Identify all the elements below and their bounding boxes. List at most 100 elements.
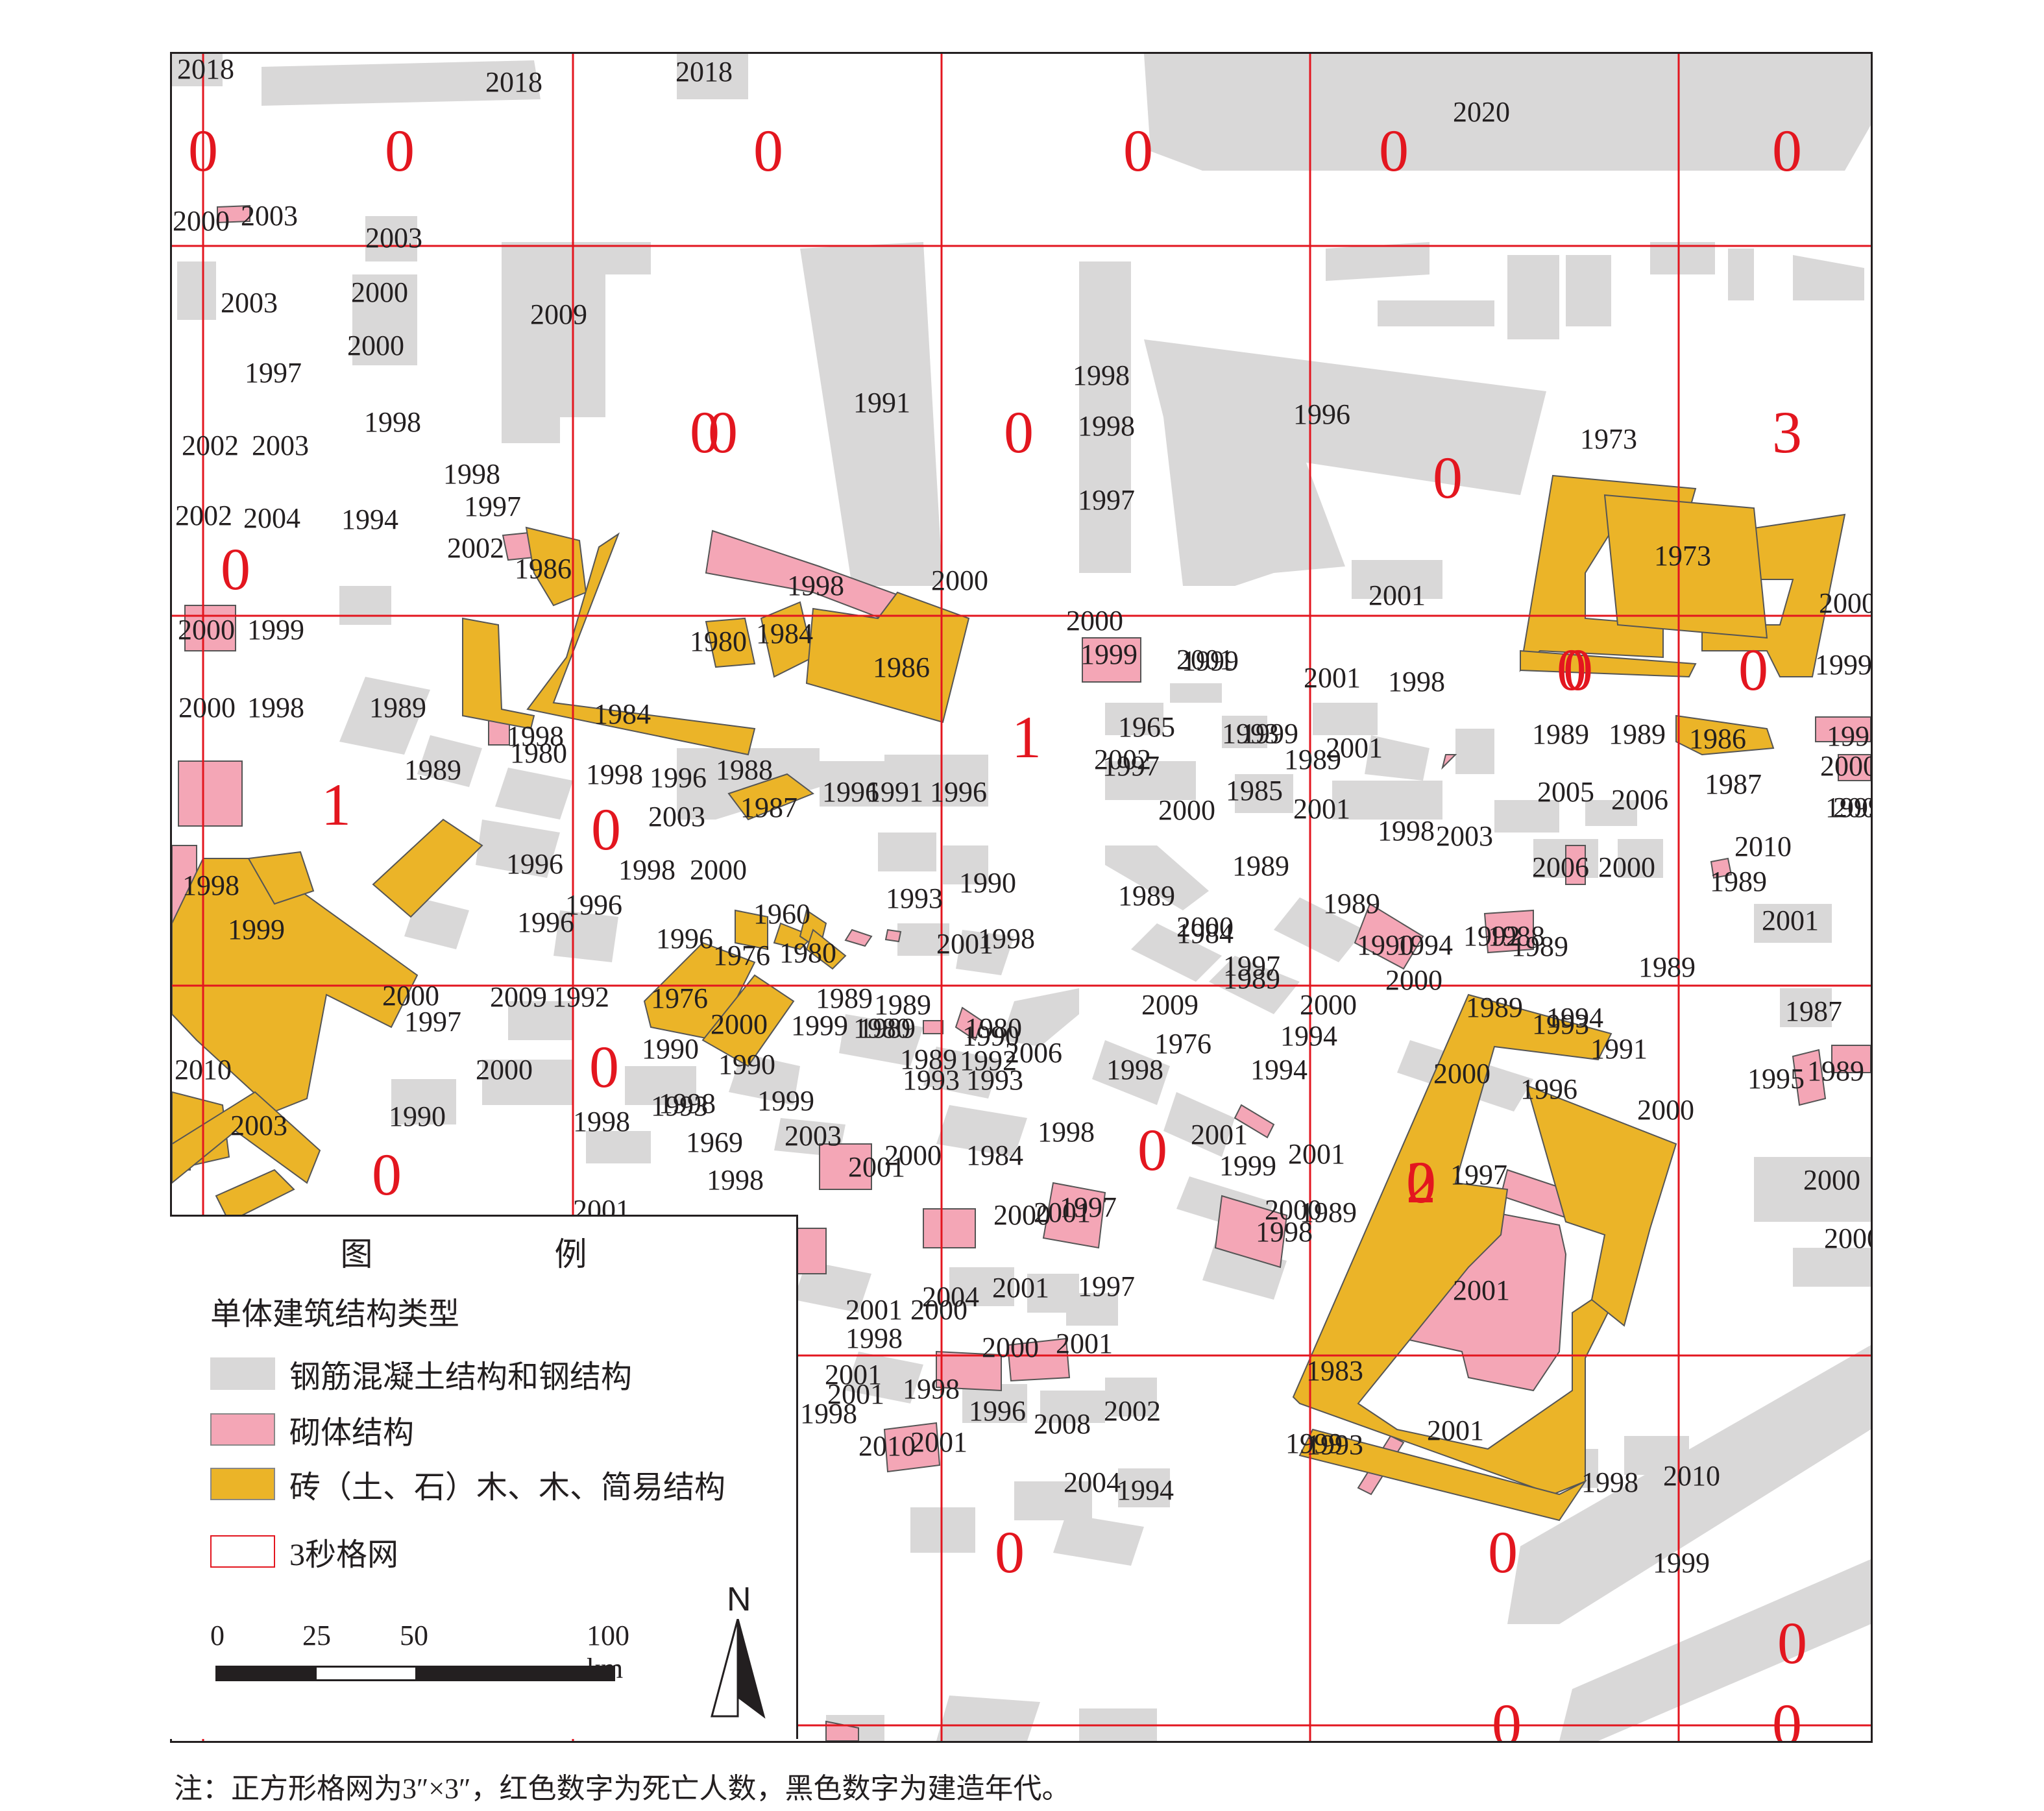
building-year-label: 1996: [822, 776, 879, 808]
building-year-label: 1989: [1223, 963, 1280, 995]
building-year-label: 1987: [740, 792, 797, 823]
building-year-label: 1980: [690, 626, 747, 657]
building-year-label: 2003: [365, 222, 422, 254]
building-year-label: 2003: [648, 801, 705, 833]
legend-label: 砌体结构: [289, 1416, 415, 1450]
building-year-label: 1997: [1060, 1191, 1117, 1223]
building-year-label: 1960: [753, 898, 810, 930]
building-year-label: 2001: [1034, 1197, 1091, 1228]
building-year-label: 1990: [959, 867, 1016, 899]
building-year-label: 1992: [960, 1045, 1017, 1076]
building-year-label: 1989: [1807, 1055, 1864, 1087]
building-year-label: 1989: [1323, 888, 1380, 919]
legend-item-reinforced-concrete: 钢筋混凝土结构和钢结构: [210, 1354, 633, 1394]
building-year-label: 1990: [642, 1033, 699, 1065]
building-year-label: 1989: [900, 1043, 957, 1075]
building-year-label: 1997: [1078, 484, 1135, 516]
building-year-label: 1997: [1450, 1159, 1507, 1191]
death-count-label: 0: [995, 1519, 1025, 1585]
building-year-label: 1998: [1388, 666, 1445, 698]
building-year-label: 1989: [1232, 850, 1289, 882]
building-year-label: 2000: [178, 614, 235, 646]
building-year-label: 2000: [1433, 1058, 1490, 1089]
death-count-label: 0: [1123, 117, 1153, 184]
building-year-label: 1999: [1815, 649, 1871, 681]
building-year-label: 1998: [573, 1106, 630, 1137]
building-year-label: 1999: [1219, 1150, 1276, 1182]
building-year-label: 2003: [241, 200, 298, 232]
legend-label: 钢筋混凝土结构和钢结构: [289, 1360, 633, 1394]
building-year-label: 2001: [1326, 732, 1383, 764]
building-year-label: 2001: [992, 1272, 1049, 1304]
building-year-label: 1983: [1306, 1355, 1363, 1387]
building-year-label: 1976: [713, 940, 770, 971]
building-year-label: 1993: [886, 882, 943, 914]
building-year-label: 1999: [1182, 645, 1239, 677]
building-year-label: 1993: [966, 1064, 1023, 1096]
building-year-label: 2003: [252, 430, 309, 461]
building-year-label: 1999: [228, 914, 285, 945]
building-year-label: 2010: [175, 1054, 232, 1086]
building-year-label: 1999: [1285, 1428, 1343, 1459]
death-count-label: 0: [1772, 1692, 1802, 1741]
building-year-label: 1998: [978, 923, 1035, 954]
death-count-label: 0: [591, 796, 621, 862]
legend-item-wood: 砖（土、石）木、木、简易结构: [210, 1465, 725, 1505]
rc-buildings: [172, 54, 1871, 1741]
death-count-label: 0: [1406, 1149, 1436, 1215]
building-year-label: 1989: [1300, 1197, 1357, 1228]
building-year-label: 1993: [651, 1090, 708, 1122]
legend-item-grid: 3秒格网: [210, 1532, 398, 1572]
scale-tick: 0: [210, 1620, 225, 1651]
building-year-label: 1998: [903, 1373, 960, 1405]
building-year-label: 1985: [1226, 775, 1283, 807]
building-year-label: 1994: [1117, 1474, 1174, 1506]
building-year-label: 2003: [221, 287, 278, 319]
building-year-label: 2001: [825, 1359, 882, 1391]
building-year-label: 1976: [1154, 1028, 1211, 1060]
building-year-label: 1997: [245, 357, 302, 389]
building-year-label: 2004: [1064, 1466, 1121, 1498]
building-year-label: 1997: [1078, 1270, 1135, 1302]
building-year-label: 2010: [858, 1430, 916, 1462]
death-count-label: 0: [1379, 117, 1409, 184]
building-year-label: 1989: [1466, 991, 1523, 1023]
death-count-label: 0: [1777, 1610, 1807, 1676]
death-count-label: 0: [188, 117, 218, 184]
building-year-label: 1980: [510, 737, 567, 769]
building-year-label: 2004: [243, 502, 300, 534]
building-year-label: 2004: [922, 1281, 979, 1313]
building-year-label: 1996: [1520, 1073, 1577, 1105]
building-year-label: 1987: [1705, 768, 1762, 800]
building-year-label: 1996: [656, 923, 713, 954]
death-count-label: 0: [1488, 1519, 1518, 1585]
building-year-label: 2008: [1034, 1408, 1091, 1440]
building-year-label: 1990: [389, 1100, 446, 1132]
building-year-label: 2000: [690, 854, 747, 886]
building-year-label: 1998: [1827, 720, 1871, 752]
building-year-label: 1980: [965, 1012, 1022, 1044]
building-year-label: 1995: [1747, 1063, 1805, 1095]
building-year-label: 2000: [1637, 1094, 1694, 1126]
building-year-label: 1997: [1223, 950, 1280, 982]
legend-swatch-gray: [210, 1357, 275, 1390]
building-year-label: 2001: [1453, 1274, 1510, 1306]
building-year-label: 1969: [686, 1126, 743, 1158]
building-year-label: 1998: [586, 759, 643, 790]
building-year-label: 1991: [853, 387, 910, 419]
building-year-label: 2002: [447, 532, 504, 564]
building-year-label: 1989: [1710, 866, 1767, 897]
death-count-label: 0: [1563, 637, 1593, 703]
building-year-label: 1987: [1785, 995, 1842, 1027]
building-year-label: 1989: [1511, 930, 1568, 962]
building-year-label: 1999: [1080, 638, 1138, 670]
building-year-label: 1986: [873, 651, 930, 683]
building-year-label: 2000: [910, 1294, 967, 1326]
building-year-label: 1999: [757, 1085, 814, 1117]
building-year-label: 1999: [1825, 792, 1871, 823]
building-year-label: 2003: [785, 1120, 842, 1152]
building-year-label: 2000: [1819, 587, 1871, 619]
building-year-label: 1996: [1293, 398, 1350, 430]
footnote: 注：正方形格网为3″×3″，红色数字为死亡人数，黑色数字为建造年代。: [174, 1773, 1071, 1805]
building-year-label: 2000: [382, 980, 439, 1012]
